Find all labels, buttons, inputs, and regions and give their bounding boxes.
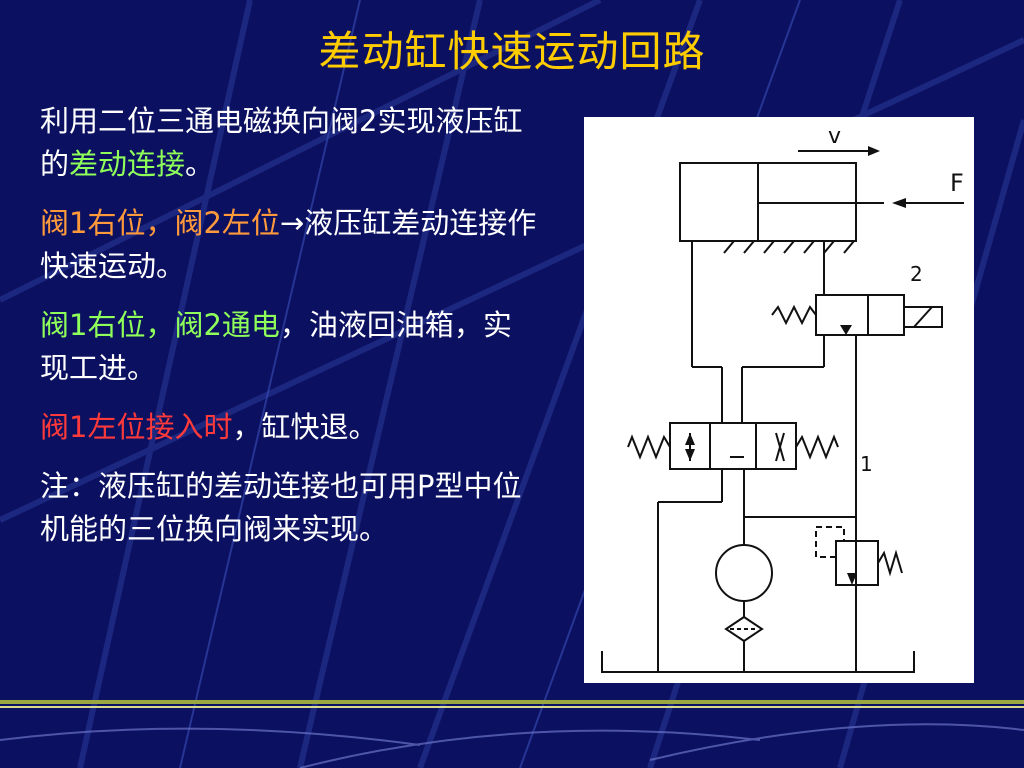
relief-pilot-line bbox=[815, 526, 845, 558]
pump-symbol bbox=[715, 544, 773, 602]
valve2-solenoid bbox=[903, 306, 943, 328]
paragraph-1-highlight: 差动连接 bbox=[69, 147, 186, 181]
paragraph-1: 利用二位三通电磁换向阀2实现液压缸的差动连接。 bbox=[40, 100, 540, 186]
valve2-label: 2 bbox=[910, 262, 923, 286]
paragraph-2-text: →液压缸差动连接作快速运动。 bbox=[40, 206, 537, 283]
paragraph-4: 阀1左位接入时，缸快退。 bbox=[40, 406, 540, 449]
paragraph-3-text: ，油液回油箱，实现工进。 bbox=[40, 308, 512, 385]
paragraph-5-text: 注：液压缸的差动连接也可用P型中位机能的三位换向阀来实现。 bbox=[40, 469, 522, 546]
valve1-box-right bbox=[755, 422, 797, 470]
paragraph-4-text: ，缸快退。 bbox=[232, 410, 378, 444]
paragraph-4-highlight: 阀1左位接入时 bbox=[40, 410, 233, 444]
oil-tank bbox=[601, 651, 915, 673]
force-arrowhead bbox=[892, 198, 906, 208]
valve2-box-left bbox=[815, 294, 869, 336]
paragraph-3-highlight: 阀1右位，阀2通电 bbox=[40, 308, 280, 342]
relief-valve-spring bbox=[877, 549, 903, 577]
ground-hatch bbox=[723, 240, 855, 254]
paragraph-5: 注：液压缸的差动连接也可用P型中位机能的三位换向阀来实现。 bbox=[40, 465, 540, 551]
valve1-label: 1 bbox=[860, 452, 873, 476]
valve2-box-right bbox=[867, 294, 905, 336]
paragraph-3: 阀1右位，阀2通电，油液回油箱，实现工进。 bbox=[40, 304, 540, 390]
valve2-spring bbox=[771, 304, 817, 326]
paragraph-1-end: 。 bbox=[185, 147, 215, 181]
hydraulic-circuit-diagram: v F 2 1 bbox=[584, 117, 974, 683]
paragraph-2: 阀1右位，阀2左位→液压缸差动连接作快速运动。 bbox=[40, 202, 540, 288]
velocity-label: v bbox=[828, 124, 841, 149]
valve1-box-center bbox=[709, 422, 757, 470]
explanation-text: 利用二位三通电磁换向阀2实现液压缸的差动连接。 阀1右位，阀2左位→液压缸差动连… bbox=[40, 100, 540, 567]
paragraph-1-text: 利用二位三通电磁换向阀2实现液压缸的 bbox=[40, 104, 523, 181]
paragraph-2-highlight: 阀1右位，阀2左位 bbox=[40, 206, 280, 240]
velocity-arrowhead bbox=[868, 146, 880, 156]
valve1-spring-left bbox=[627, 434, 671, 460]
valve1-spring-right bbox=[795, 434, 839, 460]
circuit-svg: v F 2 1 bbox=[601, 124, 964, 673]
slide-title: 差动缸快速运动回路 bbox=[318, 27, 706, 76]
force-label: F bbox=[950, 169, 964, 197]
